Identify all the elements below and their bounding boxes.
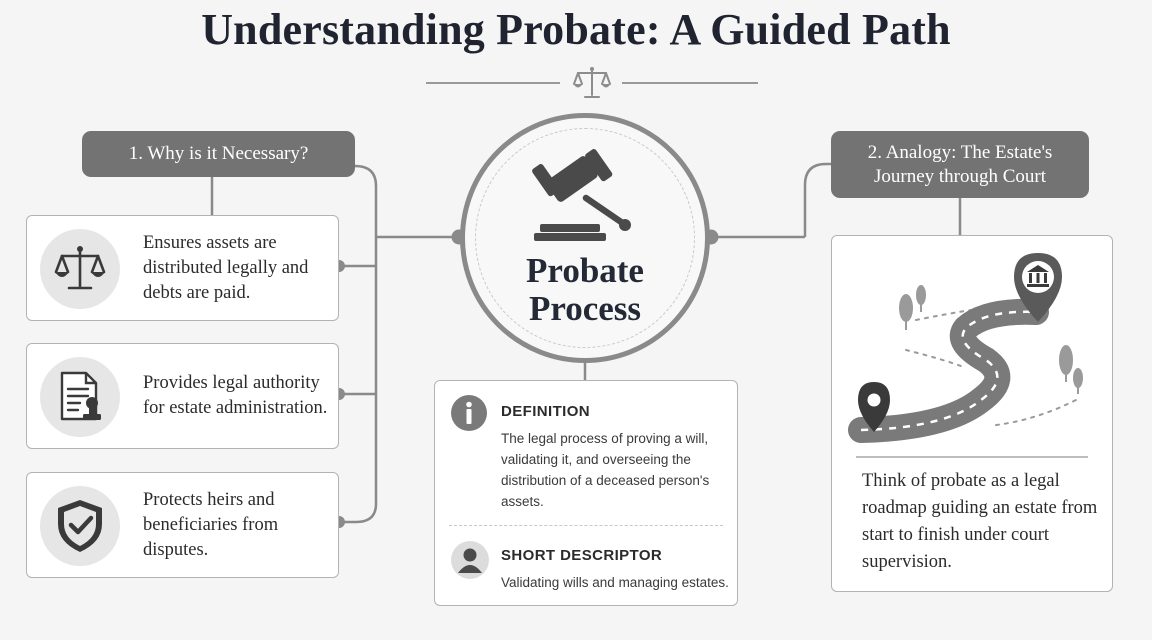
reason-text: Ensures assets are distributed legally a… [143,232,309,303]
definition-divider [449,525,723,526]
shield-check-icon [40,486,120,566]
section-header-why-necessary: 1. Why is it Necessary? [82,131,355,177]
gavel-icon [528,146,648,246]
definition-heading: DEFINITION [501,403,590,420]
reason-card: Ensures assets are distributed legally a… [26,215,339,321]
document-stamp-icon [40,357,120,437]
page-title: Understanding Probate: A Guided Path [201,5,951,54]
analogy-text: Think of probate as a legal roadmap guid… [862,471,1098,572]
reason-text: Protects heirs and beneficiaries from di… [143,489,279,560]
probate-process-inner-ring [475,128,695,348]
descriptor-text: Validating wills and managing estates. [501,575,729,590]
center-title: Probate Process [485,252,685,328]
person-icon [451,541,489,579]
definition-card: DEFINITION The legal process of proving … [434,380,738,606]
reason-text: Provides legal authority for estate admi… [143,373,328,418]
section-header-label-line1: 2. Analogy: The Estate's [867,141,1053,163]
descriptor-heading: SHORT DESCRIPTOR [501,547,663,564]
map-pin-icon [858,382,890,432]
analogy-divider [856,456,1088,458]
reason-card: Protects heirs and beneficiaries from di… [26,472,339,578]
center-title-line1: Probate [526,251,644,290]
title-divider-left [426,82,560,84]
center-title-line2: Process [528,289,642,328]
scales-icon [572,64,612,100]
reason-card: Provides legal authority for estate admi… [26,343,339,449]
winding-road-icon [846,250,1096,456]
scales-icon [40,229,120,309]
title-divider-right [622,82,758,84]
definition-text: The legal process of proving a will, val… [501,431,710,509]
section-header-label: 1. Why is it Necessary? [128,143,309,164]
section-header-analogy: 2. Analogy: The Estate's Journey through… [831,131,1089,198]
section-header-label-line2: Journey through Court [873,165,1047,187]
courthouse-pin-icon [1014,253,1062,322]
info-icon [451,395,487,431]
